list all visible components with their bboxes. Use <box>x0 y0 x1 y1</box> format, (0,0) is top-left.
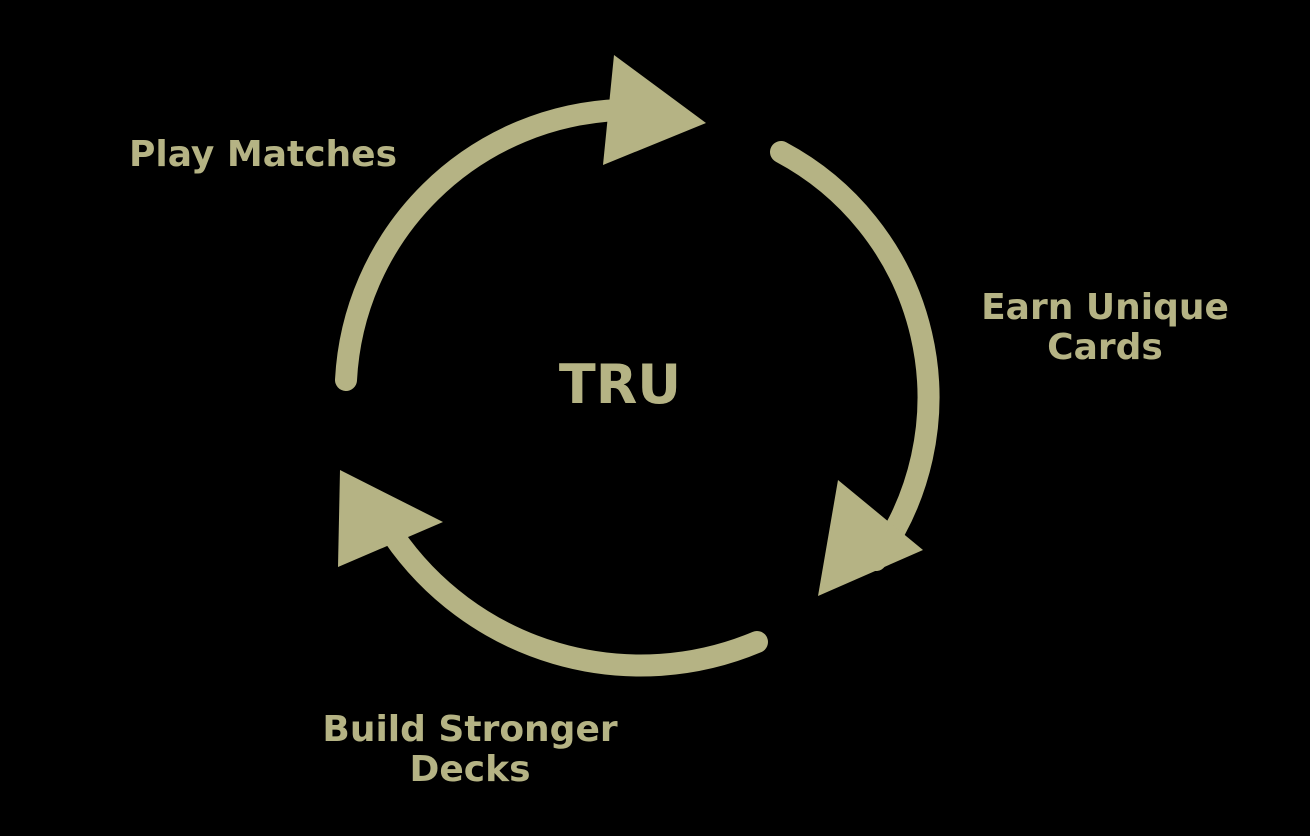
arc-build-decks <box>382 524 768 677</box>
arrow-down-icon <box>818 480 923 596</box>
arc-play-matches <box>335 99 631 391</box>
step-play-matches-text: Play Matches <box>128 134 398 175</box>
step-earn-unique-cards-line1: Earn Unique <box>981 287 1229 328</box>
center-title-text: TRU <box>558 353 682 416</box>
arrow-up-left-icon <box>338 470 443 567</box>
step-earn-unique-cards: Earn Unique Cards <box>955 288 1255 368</box>
center-title: TRU <box>520 355 720 415</box>
arc-earn-cards <box>770 141 940 571</box>
step-build-stronger-decks: Build Stronger Decks <box>290 710 650 790</box>
step-earn-unique-cards-line2: Cards <box>1047 327 1163 368</box>
step-build-stronger-decks-line1: Build Stronger <box>322 709 618 750</box>
step-build-stronger-decks-line2: Decks <box>409 749 531 790</box>
arrow-right-icon <box>603 55 706 165</box>
step-play-matches: Play Matches <box>118 135 408 175</box>
